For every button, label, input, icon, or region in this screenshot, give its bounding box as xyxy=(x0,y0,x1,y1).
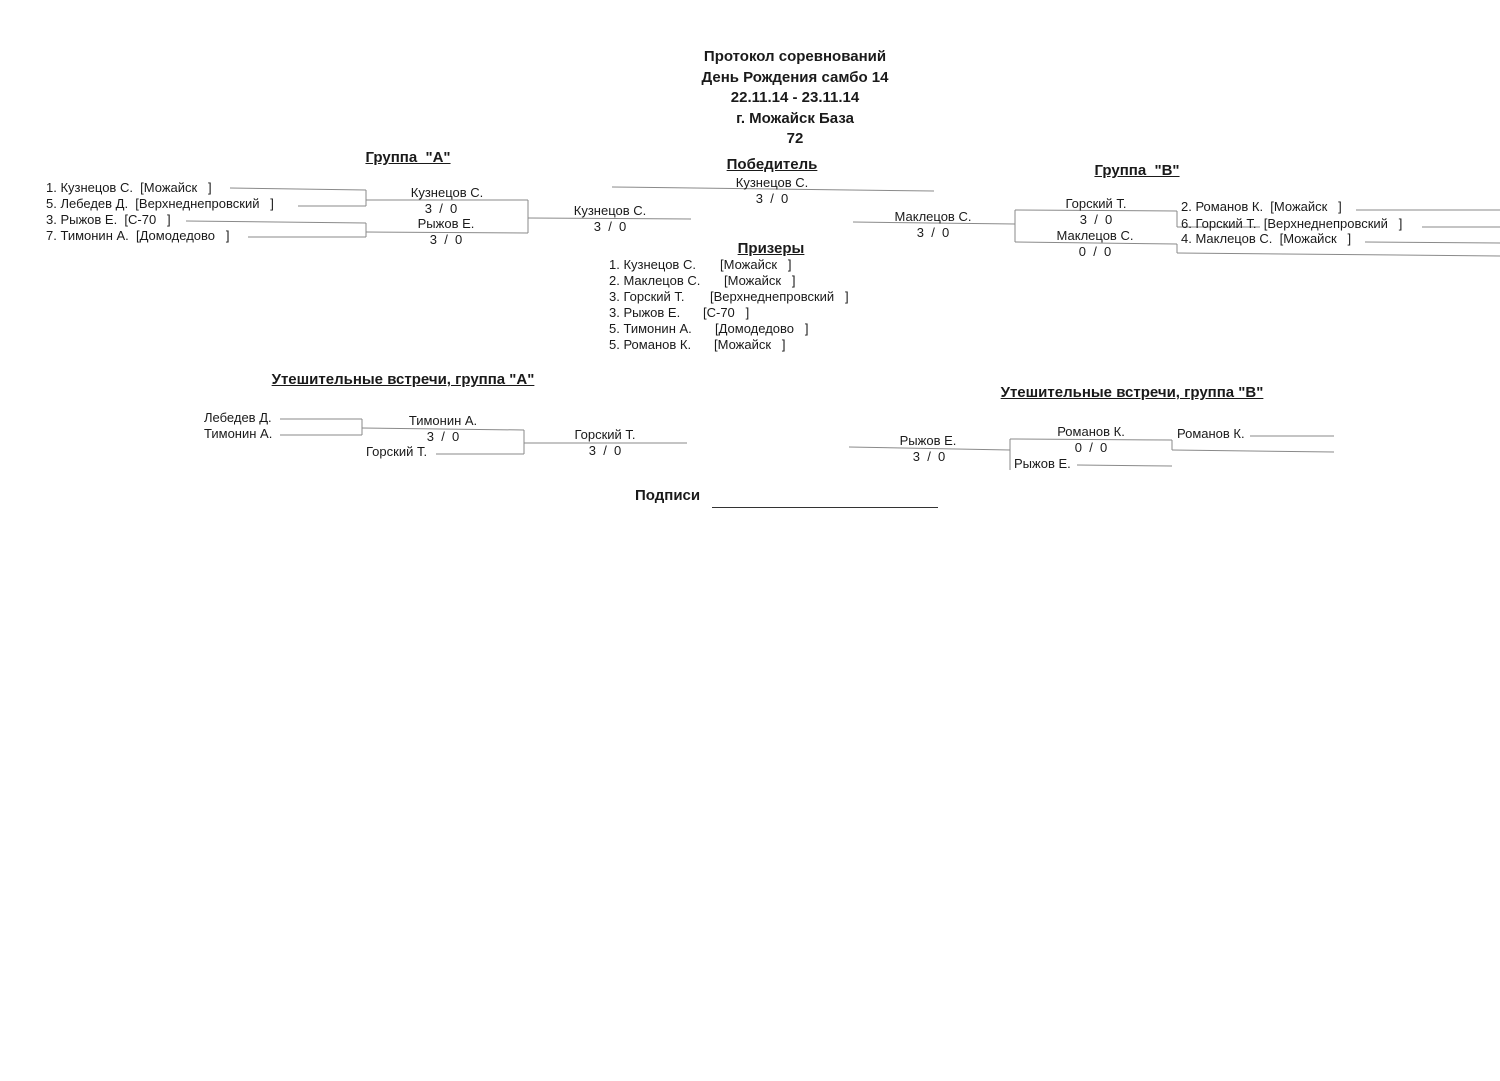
prize-name: 3. Горский Т. xyxy=(609,289,685,304)
group-b-final-winner: Маклецов С. xyxy=(894,209,972,224)
prize-row: 3. Рыжов Е. [С-70 ] xyxy=(609,305,749,321)
consolation-b-final-score: 3 / 0 xyxy=(912,449,946,464)
header-event-name: День Рождения самбо 14 xyxy=(701,68,889,86)
prize-club: [Можайск ] xyxy=(720,257,792,272)
consolation-a-entry-3: Горский Т. xyxy=(366,444,428,459)
prize-name: 5. Романов К. xyxy=(609,337,692,352)
group-b-title: Группа "В" xyxy=(1094,162,1180,179)
group-a-r1-winner-1: Кузнецов С. xyxy=(410,185,484,200)
group-a-final-winner: Кузнецов С. xyxy=(573,203,647,218)
prize-row: 1. Кузнецов С. [Можайск ] xyxy=(609,257,792,273)
winner-name: Кузнецов С. xyxy=(735,175,809,190)
prize-name: 5. Тимонин А. xyxy=(609,321,692,336)
bracket-line xyxy=(1014,241,1178,245)
header-weight-class: 72 xyxy=(786,130,804,147)
consolation-b-m1-winner: Романов К. xyxy=(1057,424,1125,439)
group-a-title: Группа "А" xyxy=(365,149,451,166)
consolation-a-m1-score: 3 / 0 xyxy=(426,429,460,444)
group-a-r1-score-2: 3 / 0 xyxy=(429,232,463,247)
bracket-line xyxy=(1364,241,1500,244)
prize-row: 5. Романов К. [Можайск ] xyxy=(609,337,786,353)
bracket-line xyxy=(365,231,529,234)
bracket-line xyxy=(1171,449,1335,453)
group-a-entry-1: 1. Кузнецов С. [Можайск ] xyxy=(46,180,212,195)
prizes-list: 1. Кузнецов С. [Можайск ] 2. Маклецов С.… xyxy=(609,257,849,353)
header-title: Протокол соревнований xyxy=(703,48,887,65)
prize-name: 2. Маклецов С. xyxy=(609,273,701,288)
group-a-r1-winner-2: Рыжов Е. xyxy=(417,216,475,231)
winner-score: 3 / 0 xyxy=(755,191,789,206)
group-b-final-score: 3 / 0 xyxy=(916,225,950,240)
group-b-r2-winner: Маклецов С. xyxy=(1056,228,1134,243)
group-a-final-score: 3 / 0 xyxy=(593,219,627,234)
prize-club: [Можайск ] xyxy=(724,273,796,288)
group-b-entry-2: 6. Горский Т. [Верхнеднепровский ] xyxy=(1181,216,1403,231)
group-a-entry-4: 7. Тимонин А. [Домодедово ] xyxy=(46,228,230,243)
signature-label: Подписи xyxy=(635,487,701,504)
prize-club: [Домодедово ] xyxy=(715,321,809,336)
group-a-entry-2: 5. Лебедев Д. [Верхнеднепровский ] xyxy=(46,196,274,211)
protocol-header: Протокол соревнований День Рождения самб… xyxy=(701,47,888,150)
bracket-line xyxy=(1076,464,1173,467)
group-b-r1-winner: Горский Т. xyxy=(1065,196,1127,211)
bracket-line xyxy=(611,186,935,192)
prize-club: [Можайск ] xyxy=(714,337,786,352)
consolation-b-title: Утешительные встречи, группа "В" xyxy=(1000,384,1264,401)
header-location: г. Можайск База xyxy=(736,109,854,127)
winner-title: Победитель xyxy=(726,156,818,173)
prize-club: [С-70 ] xyxy=(703,305,750,320)
consolation-b-final-winner: Рыжов Е. xyxy=(899,433,957,448)
prize-row: 5. Тимонин А. [Домодедово ] xyxy=(609,321,808,337)
consolation-a-entry-1: Лебедев Д. xyxy=(204,410,272,425)
consolation-b-m1-score: 0 / 0 xyxy=(1074,440,1108,455)
group-b-r1-score: 3 / 0 xyxy=(1079,212,1113,227)
bracket-line xyxy=(1176,252,1500,257)
prize-row: 3. Горский Т. [Верхнеднепровский ] xyxy=(609,289,849,305)
prize-name: 3. Рыжов Е. xyxy=(609,305,681,320)
bracket-line xyxy=(848,446,1011,451)
group-b-r2-score: 0 / 0 xyxy=(1078,244,1112,259)
consolation-a-m1-winner: Тимонин А. xyxy=(408,413,478,428)
bracket-line xyxy=(527,217,692,220)
prizes-title: Призеры xyxy=(737,240,805,257)
bracket-line xyxy=(229,187,367,191)
bracket-line xyxy=(1009,438,1173,441)
bracket-line xyxy=(852,221,1016,225)
group-a-r1-score-1: 3 / 0 xyxy=(424,201,458,216)
bracket-line xyxy=(185,220,367,224)
prize-row: 2. Маклецов С. [Можайск ] xyxy=(609,273,796,289)
consolation-a-entry-2: Тимонин А. xyxy=(204,426,273,441)
header-dates: 22.11.14 - 23.11.14 xyxy=(730,89,860,106)
group-b-entry-1: 2. Романов К. [Можайск ] xyxy=(1181,199,1342,214)
prize-name: 1. Кузнецов С. xyxy=(609,257,696,272)
bracket-line xyxy=(361,427,525,431)
group-a-entry-3: 3. Рыжов Е. [С-70 ] xyxy=(46,212,171,227)
consolation-a-final-score: 3 / 0 xyxy=(588,443,622,458)
bracket-line xyxy=(1014,209,1178,212)
signature-line[interactable] xyxy=(712,507,938,508)
consolation-a-title: Утешительные встречи, группа "А" xyxy=(271,371,535,388)
consolation-b-winner-right: Романов К. xyxy=(1177,426,1245,441)
consolation-b-entry-bottom: Рыжов Е. xyxy=(1014,456,1071,471)
group-b-entry-3: 4. Маклецов С. [Можайск ] xyxy=(1181,231,1352,246)
consolation-a-final-winner: Горский Т. xyxy=(574,427,636,442)
prize-club: [Верхнеднепровский ] xyxy=(710,289,849,304)
